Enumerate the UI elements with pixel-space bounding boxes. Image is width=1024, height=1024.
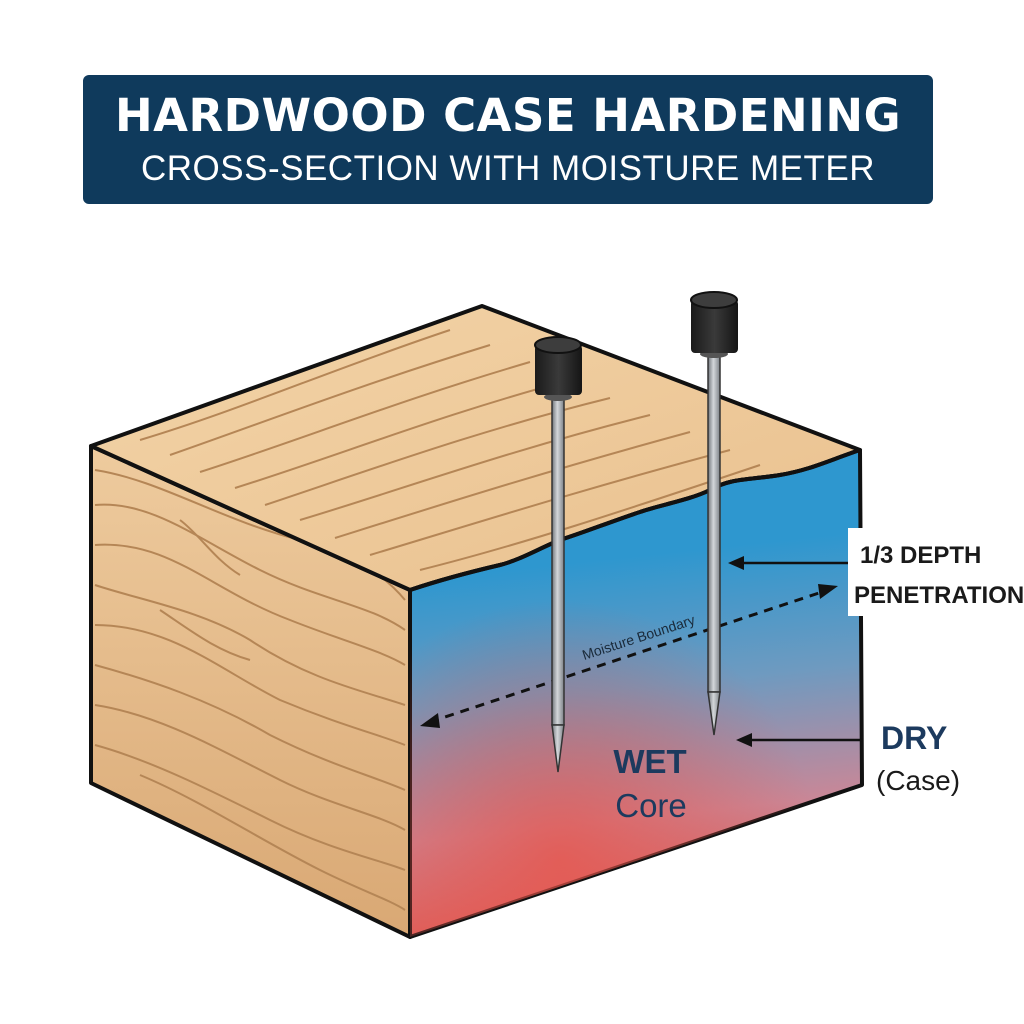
depth-callout-arrow [728,556,848,570]
core-label: Core [615,787,687,824]
moisture-boundary-line [420,584,838,728]
wet-label: WET [613,743,686,780]
title-banner: HARDWOOD CASE HARDENING CROSS-SECTION WI… [83,75,933,204]
page-subtitle: CROSS-SECTION WITH MOISTURE METER [141,149,875,188]
probe-pin-icon [690,291,738,736]
probe-pin-icon [534,336,582,773]
dry-label: DRY [881,720,947,756]
page-title: HARDWOOD CASE HARDENING [114,89,902,142]
depth-label-line2: PENETRATION [854,582,1024,609]
depth-label-line1: 1/3 DEPTH [860,542,981,569]
cut-cross-section [408,448,864,939]
dry-callout-arrow [736,733,862,747]
depth-label-background [848,528,1016,616]
case-label: (Case) [876,765,960,796]
